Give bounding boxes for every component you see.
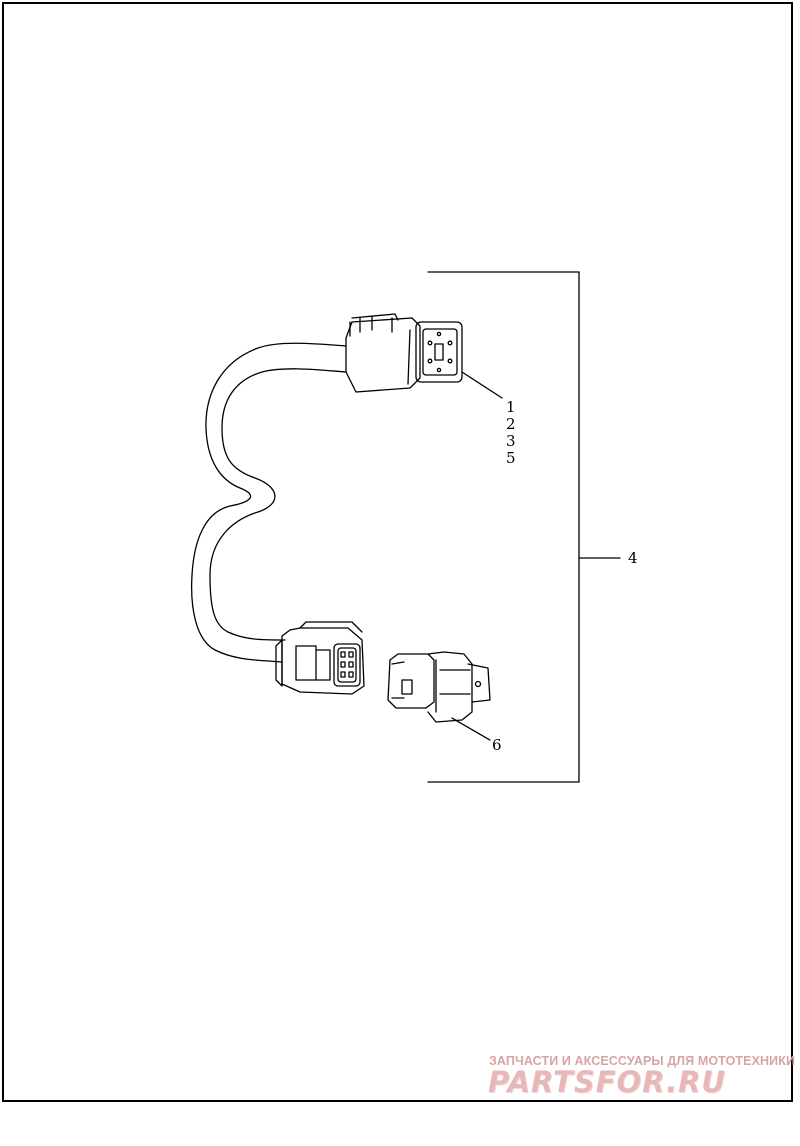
watermark-logo: PARTSFOR.RU [488, 1065, 726, 1099]
seal-cap-part [387, 651, 491, 723]
assembly-bracket [427, 271, 621, 783]
callout-6: 6 [492, 736, 502, 754]
drawing-frame [2, 2, 793, 1102]
lower-connector [275, 621, 365, 695]
callout-4: 4 [628, 549, 638, 567]
upper-connector [345, 313, 463, 393]
leader-line-6 [451, 717, 491, 741]
callout-3: 3 [506, 432, 516, 450]
watermark-text: ЗАПЧАСТИ И АКСЕССУАРЫ ДЛЯ МОТОТЕХНИКИ [489, 1054, 796, 1068]
leader-line-1 [461, 371, 503, 399]
callout-1: 1 [506, 398, 516, 416]
callout-5: 5 [506, 449, 516, 467]
callout-2: 2 [506, 415, 516, 433]
wire-harness-cable [190, 342, 347, 663]
